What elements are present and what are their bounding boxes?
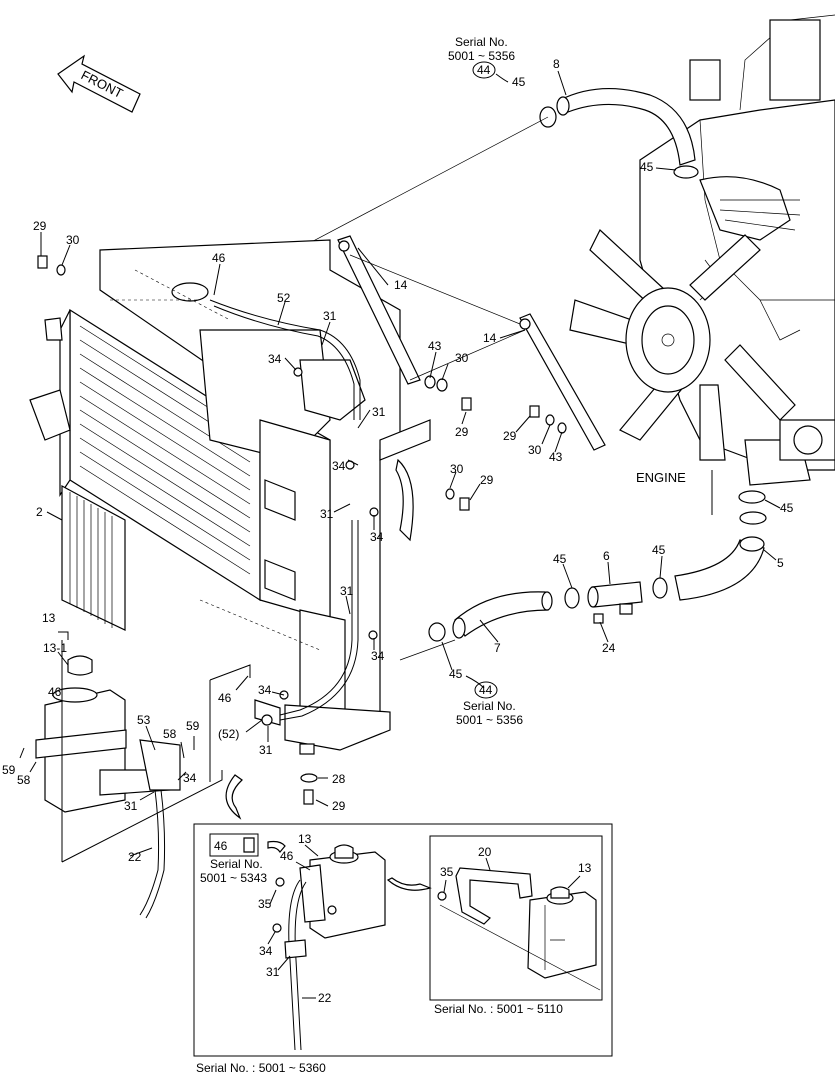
callout-29-b: 29 (455, 425, 469, 439)
callout-46-inset: 46 (214, 839, 228, 853)
callout-46-c: 46 (218, 691, 232, 705)
callout-14-a: 14 (394, 278, 408, 292)
callout-14-b: 14 (483, 331, 497, 345)
callout-44-top: 44 (477, 63, 491, 77)
serial-inset-large-range: Serial No. : 5001 ~ 5360 (196, 1061, 326, 1075)
callout-30-a: 30 (66, 233, 80, 247)
overflow-hose-52 (209, 299, 361, 726)
callout-30-c: 30 (528, 443, 542, 457)
callout-34-d: 34 (371, 649, 385, 663)
reserve-tank-13 (35, 631, 251, 919)
callout-52-parenthetical: (52) (218, 727, 239, 741)
callout-45-r3: 45 (652, 543, 666, 557)
serial-inset-46-range: 5001 ~ 5343 (200, 871, 267, 885)
callout-30-b: 30 (455, 351, 469, 365)
callout-30-d: 30 (450, 462, 464, 476)
callout-numbers: 29 30 46 14 52 31 34 43 30 14 29 31 29 3… (2, 219, 794, 864)
callout-31-b: 31 (372, 405, 386, 419)
callout-22-a: 22 (128, 850, 142, 864)
inset-arrow-small-icon (386, 877, 432, 891)
stay-rod-14b (519, 313, 606, 451)
callout-31-d: 31 (340, 584, 354, 598)
callout-46-inset1: 46 (280, 849, 294, 863)
callout-29-c: 29 (503, 429, 517, 443)
callout-46-a: 46 (212, 251, 226, 265)
callout-43-a: 43 (428, 339, 442, 353)
callout-28: 28 (332, 772, 346, 786)
radiator-frame (29, 239, 431, 751)
callout-13-inset2: 13 (578, 861, 592, 875)
callout-31-inset: 31 (266, 965, 280, 979)
callout-34-e: 34 (258, 683, 272, 697)
hose-clamps-45 (428, 490, 767, 642)
callout-34-a: 34 (268, 352, 282, 366)
callout-6: 6 (603, 549, 610, 563)
callout-46-b: 46 (48, 685, 62, 699)
callout-58-a: 58 (163, 727, 177, 741)
callout-45-top: 45 (512, 75, 526, 89)
callout-13: 13 (42, 611, 56, 625)
callout-34-inset: 34 (259, 944, 273, 958)
stay-rod-14a (337, 235, 421, 385)
callout-44-mid: 44 (479, 683, 493, 697)
callout-53: 53 (137, 713, 151, 727)
callout-31-a: 31 (323, 309, 337, 323)
callout-45-r1: 45 (553, 552, 567, 566)
callout-44-ring (472, 61, 496, 79)
callout-35-b: 35 (440, 865, 454, 879)
callout-34-c: 34 (370, 530, 384, 544)
callout-45-bottom: 45 (449, 667, 463, 681)
serial-note-top: Serial No. 5001 ~ 5356 44 45 (448, 35, 526, 89)
callout-31-f: 31 (124, 799, 138, 813)
callout-35-a: 35 (258, 897, 272, 911)
callout-45-r2: 45 (780, 501, 794, 515)
engine-label: ENGINE (636, 470, 686, 485)
callout-45-engine: 45 (640, 160, 654, 174)
cooling-fan: ENGINE (569, 229, 796, 485)
lower-hose-5 (674, 536, 765, 601)
callout-22-b: 22 (318, 991, 332, 1005)
serial-inset-small-range: Serial No. : 5001 ~ 5110 (434, 1002, 563, 1016)
callout-29-d: 29 (480, 473, 494, 487)
leader-lines (19, 232, 781, 857)
callout-5: 5 (777, 556, 784, 570)
callout-59-b: 59 (2, 763, 16, 777)
inset-box-large: 46 Serial No. 5001 ~ 5343 13 46 35 34 31… (193, 823, 613, 1075)
serial-range-mid: 5001 ~ 5356 (456, 713, 523, 727)
callout-24: 24 (602, 641, 616, 655)
upper-hose-8: 8 45 (229, 57, 699, 286)
callout-7: 7 (494, 641, 501, 655)
callout-8: 8 (553, 57, 560, 71)
lower-hose-7 (452, 591, 553, 639)
callout-13-1: 13-1 (43, 641, 67, 655)
serial-note-mid: 44 Serial No. 5001 ~ 5356 (456, 681, 523, 727)
callout-29-e: 29 (332, 799, 346, 813)
callout-59-a: 59 (186, 719, 200, 733)
radiator-core-2: 2 (36, 308, 261, 631)
serial-no-mid-label: Serial No. (463, 699, 516, 713)
inset-arrow-icon (225, 774, 243, 820)
callout-34-b: 34 (332, 459, 346, 473)
callout-20: 20 (478, 845, 492, 859)
front-arrow-icon: FRONT (57, 54, 141, 113)
serial-no-top-label: Serial No. (455, 35, 508, 49)
callout-31-c: 31 (320, 507, 334, 521)
callout-2: 2 (36, 505, 43, 519)
serial-inset-46: Serial No. (210, 857, 263, 871)
callout-43-b: 43 (549, 450, 563, 464)
pipe-6 (587, 581, 643, 615)
serial-range-top: 5001 ~ 5356 (448, 49, 515, 63)
callout-13-inset1: 13 (298, 832, 312, 846)
callout-58-b: 58 (17, 773, 31, 787)
callout-31-e: 31 (259, 743, 273, 757)
callout-29-a: 29 (33, 219, 47, 233)
callout-52: 52 (277, 291, 291, 305)
callout-34-f: 34 (183, 771, 197, 785)
